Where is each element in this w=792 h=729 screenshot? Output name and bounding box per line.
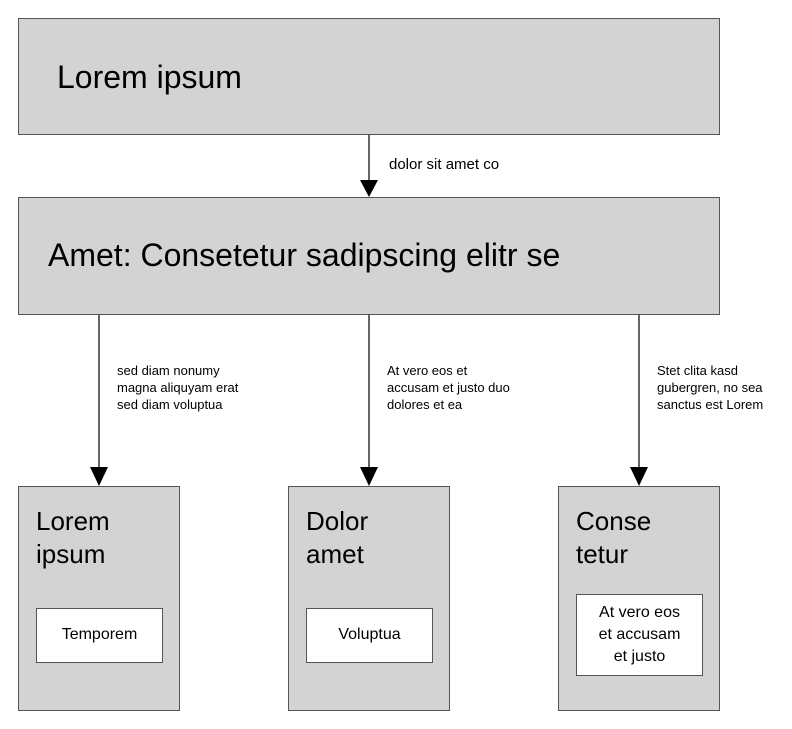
top-box: Lorem ipsum	[18, 18, 720, 135]
mid-box-title: Amet: Consetetur sadipscing elitr se	[48, 237, 561, 273]
mid-box: Amet: Consetetur sadipscing elitr se	[18, 197, 720, 315]
arrowhead-child-3	[630, 467, 648, 486]
arrowhead-top-to-mid	[360, 180, 378, 197]
arrowhead-child-2	[360, 467, 378, 486]
child-box-2-inner: Voluptua	[306, 608, 433, 663]
child-box-3-inner: At vero eos et accusam et justo	[576, 594, 703, 676]
child-box-2-title: Dolor amet	[306, 506, 369, 569]
child-box-1: Lorem ipsum Temporem	[18, 486, 180, 711]
branch-label-3: Stet clita kasd gubergren, no sea sanctu…	[657, 363, 764, 412]
top-box-title: Lorem ipsum	[57, 59, 242, 95]
branch-label-2: At vero eos et accusam et justo duo dolo…	[387, 363, 510, 412]
child-box-3: Conse tetur At vero eos et accusam et ju…	[558, 486, 720, 711]
branch-label-1: sed diam nonumy magna aliquyam erat sed …	[117, 363, 239, 412]
child-box-2: Dolor amet Voluptua	[288, 486, 450, 711]
child-box-1-title: Lorem ipsum	[36, 506, 110, 569]
arrowhead-child-1	[90, 467, 108, 486]
child-box-1-inner: Temporem	[36, 608, 163, 663]
child-box-3-title: Conse tetur	[576, 506, 652, 569]
top-arrow-label: dolor sit amet co	[389, 156, 500, 173]
